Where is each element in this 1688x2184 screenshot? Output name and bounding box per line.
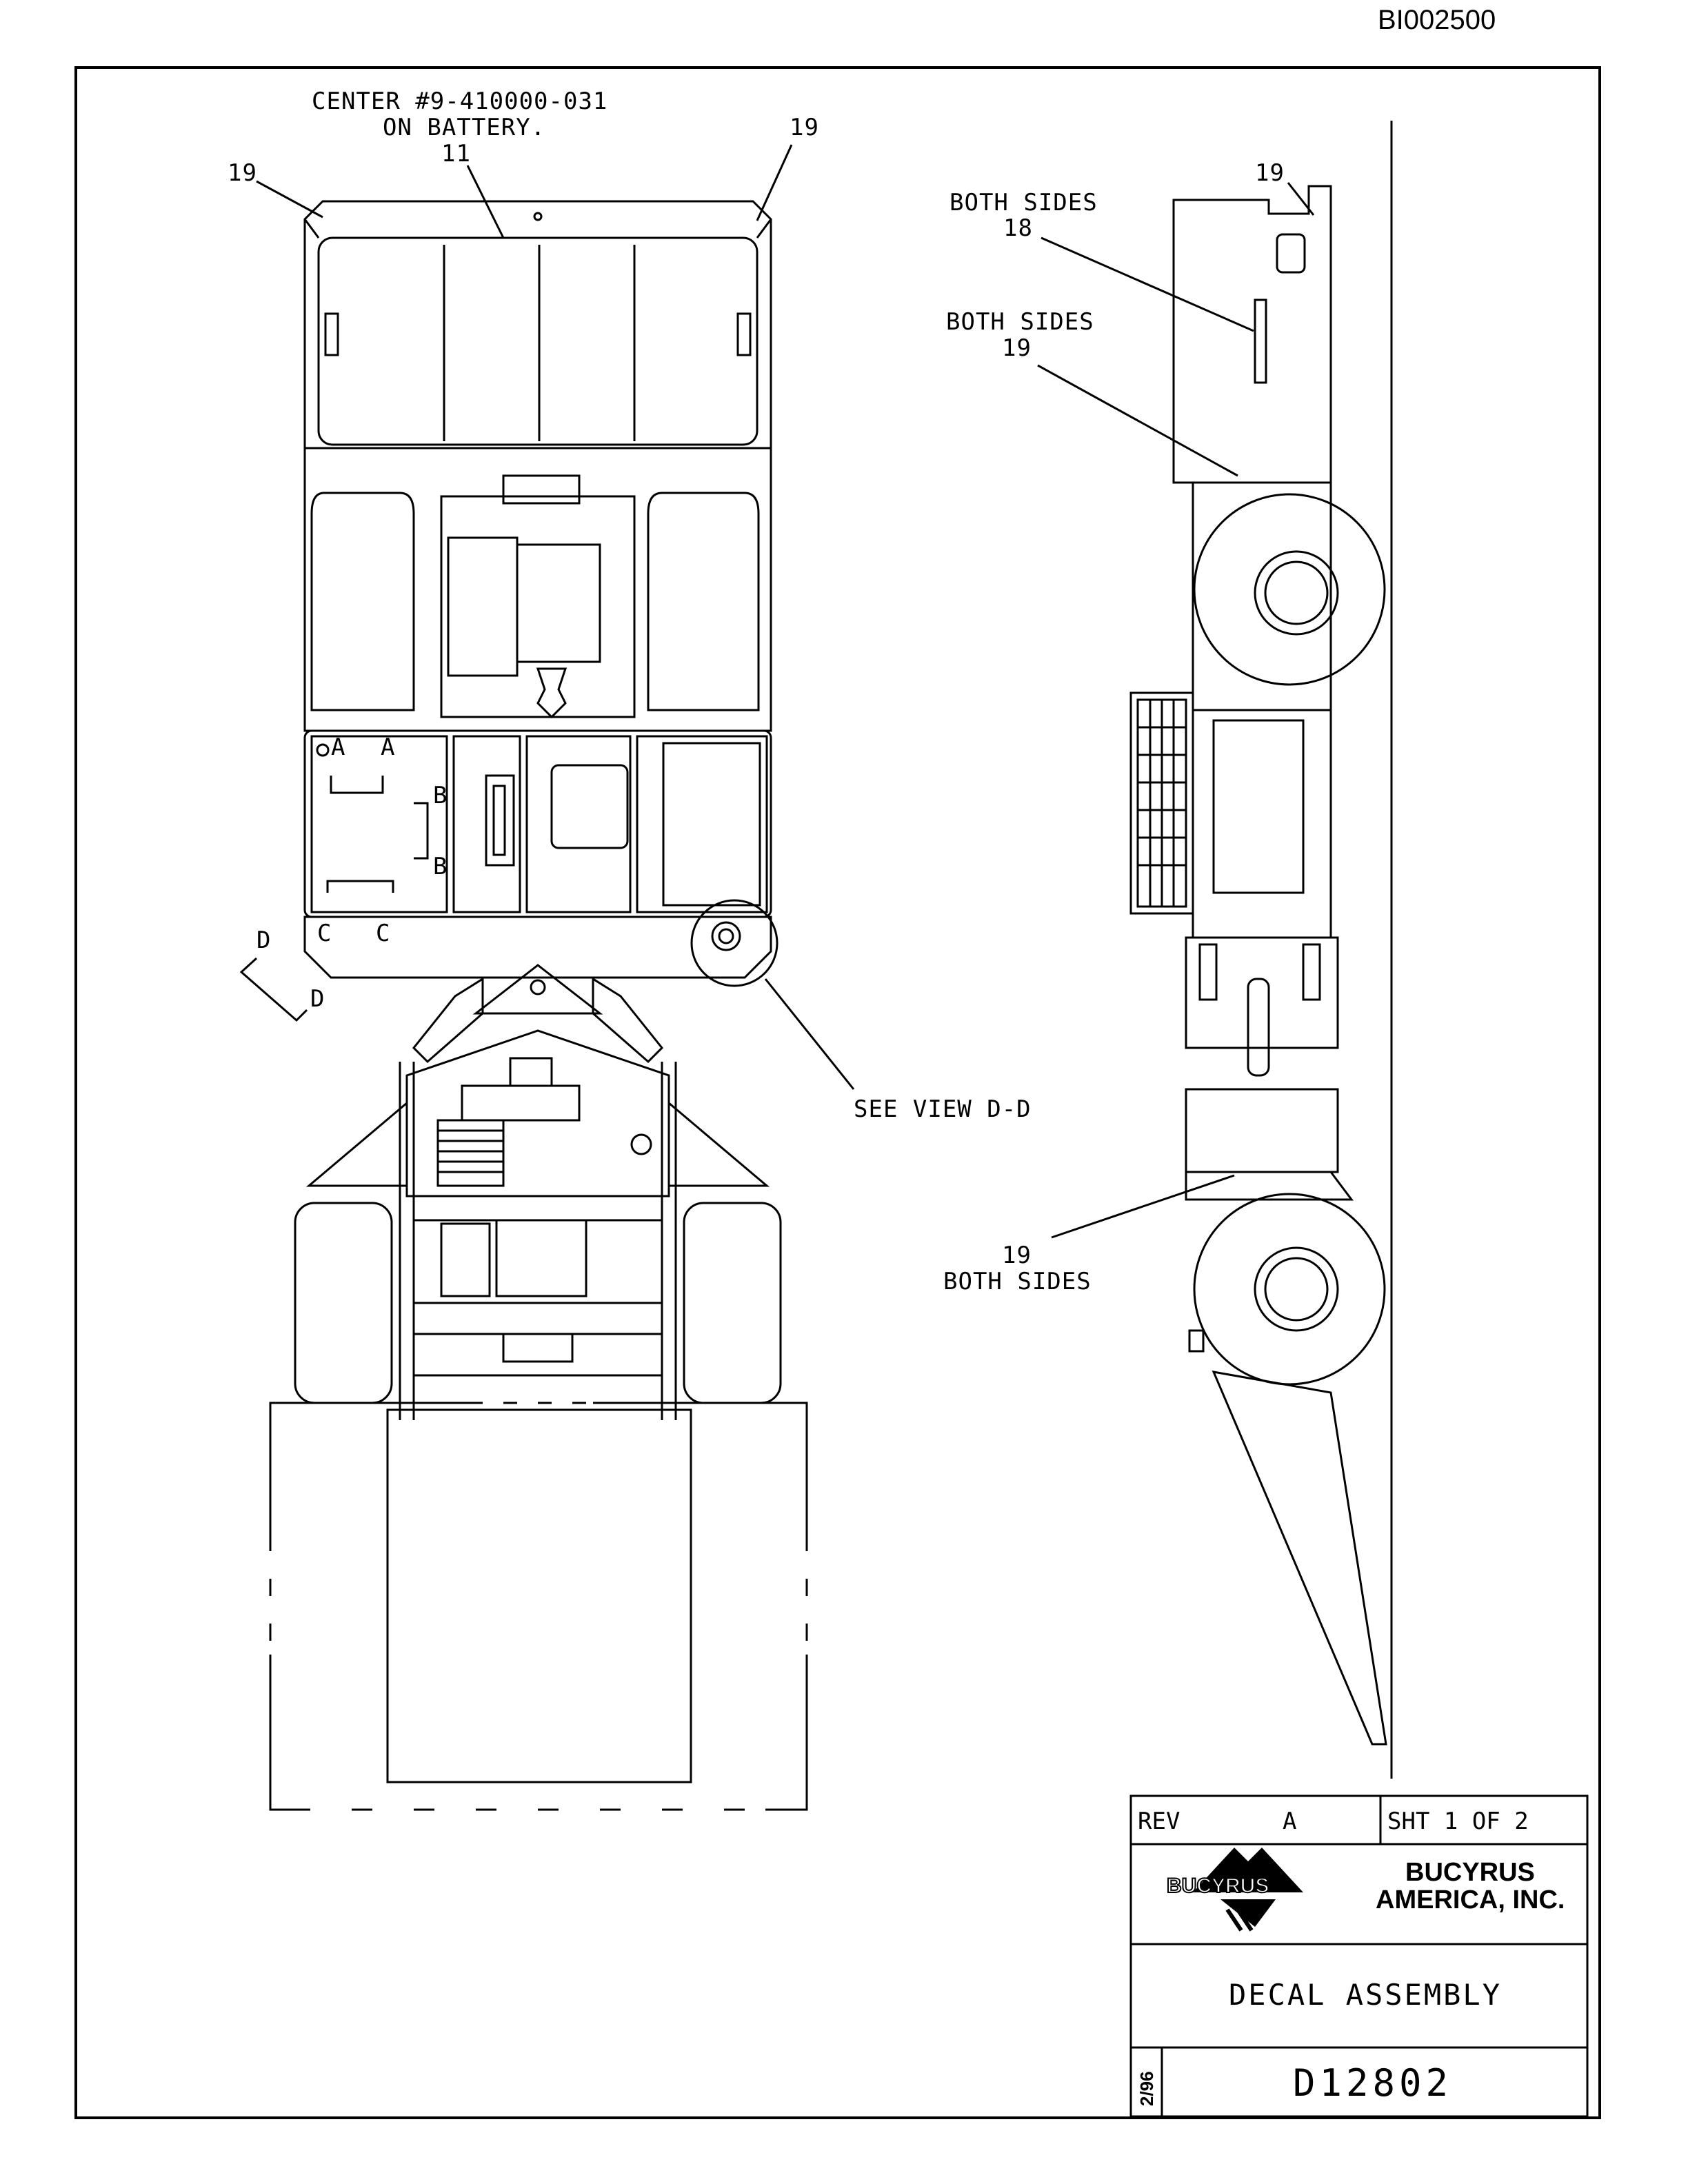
plan-view — [268, 200, 809, 1812]
callout-center-line1: CENTER #9-410000-031 — [312, 88, 607, 115]
callout-item-11: 11 — [441, 140, 471, 168]
rev-label: REV — [1138, 1808, 1180, 1835]
callout-both-sides-18: BOTH SIDES — [950, 189, 1098, 216]
bucyrus-logo: BUCYRUS — [1166, 1848, 1303, 1932]
document-id: BI002500 — [1378, 5, 1496, 35]
callout-see-view: SEE VIEW D-D — [854, 1095, 1032, 1123]
callout-item-19-left: 19 — [228, 159, 257, 187]
callout-item-19-right: 19 — [790, 114, 819, 141]
title-block: REV A SHT 1 OF 2 BUCYRUS BUCYRUS AMERICA… — [1129, 1794, 1589, 2118]
leader-lines-plan — [256, 144, 855, 1090]
section-label-d-1: D — [257, 927, 271, 954]
marker-b-2: B — [433, 853, 448, 880]
section-label-d-2: D — [310, 985, 325, 1013]
callout-both-sides-19: BOTH SIDES — [946, 308, 1094, 336]
callout-center-line2: ON BATTERY. — [383, 114, 545, 141]
drawing-number: D12802 — [1293, 2061, 1452, 2105]
marker-b-1: B — [433, 782, 448, 809]
callout-both-sides-19-low: BOTH SIDES — [943, 1268, 1092, 1295]
drawing-border — [74, 66, 1601, 2119]
callout-item-19-side-mid: 19 — [1002, 334, 1032, 362]
callout-item-19-side-top: 19 — [1255, 159, 1285, 187]
side-view — [1129, 121, 1393, 1779]
rev-value: A — [1283, 1808, 1296, 1835]
leader-lines-side — [1037, 182, 1315, 1239]
drawing-date: 2/96 — [1136, 2071, 1157, 2106]
marker-c-2: C — [376, 920, 390, 947]
marker-a-2: A — [381, 734, 395, 761]
marker-c-1: C — [317, 920, 332, 947]
section-cut-line — [239, 957, 308, 1022]
company-name-line1: BUCYRUS — [1405, 1858, 1535, 1887]
sheet-number: SHT 1 OF 2 — [1387, 1808, 1529, 1835]
drawing-title: DECAL ASSEMBLY — [1229, 1978, 1502, 2012]
logo-wordmark: BUCYRUS — [1167, 1874, 1269, 1897]
callout-item-19-side-low: 19 — [1002, 1242, 1032, 1269]
marker-a-1: A — [331, 734, 345, 761]
company-name-line2: AMERICA, INC. — [1376, 1885, 1565, 1914]
callout-item-18: 18 — [1003, 214, 1033, 242]
